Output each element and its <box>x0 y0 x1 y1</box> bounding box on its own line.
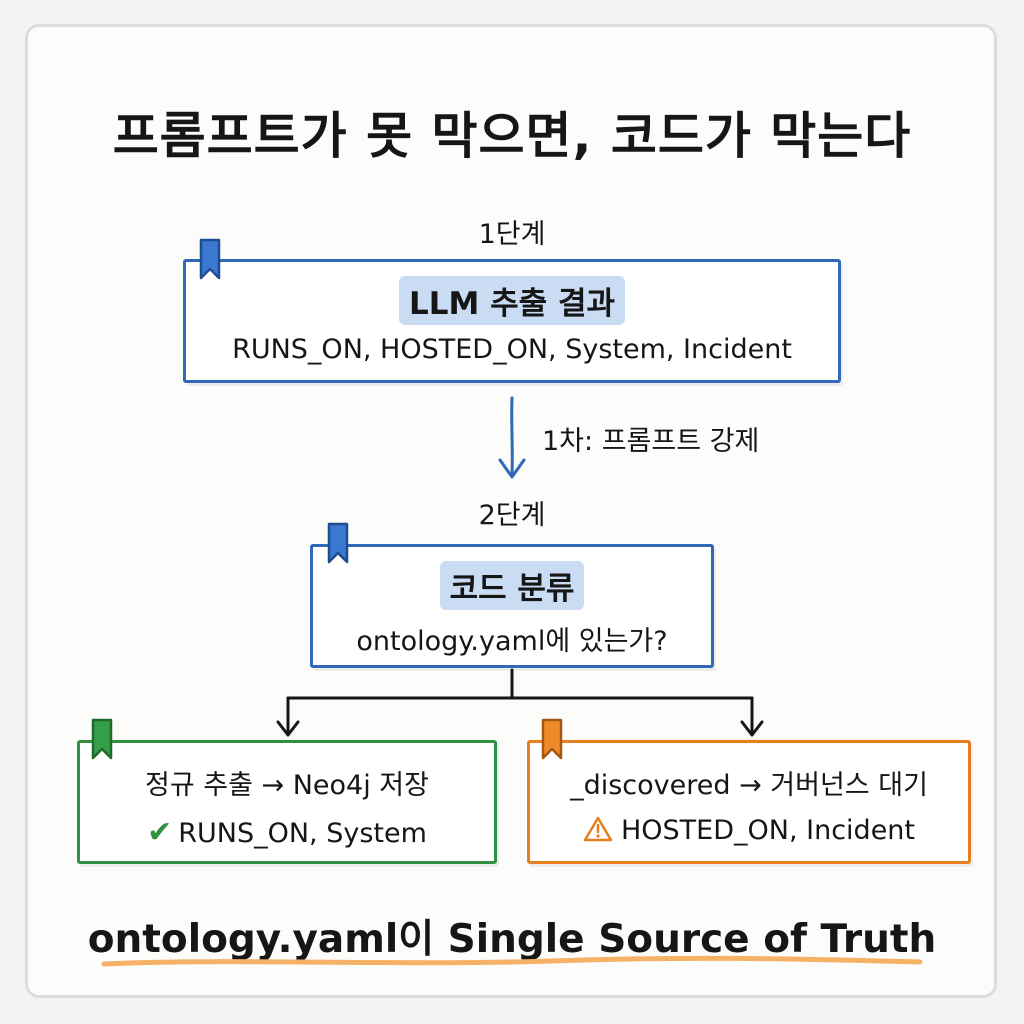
stage1-heading: LLM 추출 결과 <box>398 276 626 325</box>
branch-left-items: RUNS_ON, System <box>178 818 427 849</box>
stage1-items: RUNS_ON, HOSTED_ON, System, Incident <box>232 334 792 365</box>
footer-note: ontology.yaml이 Single Source of Truth <box>87 917 937 962</box>
footer-underline <box>101 955 923 967</box>
branch-left-box: 정규 추출 → Neo4j 저장 ✔RUNS_ON, System <box>77 740 497 864</box>
bookmark-icon <box>541 718 563 760</box>
edge1-label: 1차: 프롬프트 강제 <box>542 426 760 457</box>
branch-left-heading: 정규 추출 → Neo4j 저장 <box>144 770 429 801</box>
bookmark-icon <box>327 522 349 564</box>
stage2-label: 2단계 <box>478 500 546 531</box>
branch-right-items: HOSTED_ON, Incident <box>620 815 916 846</box>
stage1-label: 1단계 <box>478 219 546 250</box>
down-arrow-icon <box>498 396 526 479</box>
warning-icon <box>583 816 613 842</box>
branch-right-box: _discovered → 거버넌스 대기 HOSTED_ON, Inciden… <box>527 740 971 864</box>
check-icon: ✔ <box>147 815 173 850</box>
stage1-box: LLM 추출 결과 RUNS_ON, HOSTED_ON, System, In… <box>183 259 841 383</box>
stage2-box: 코드 분류 ontology.yaml에 있는가? <box>310 544 714 668</box>
branch-right-heading: _discovered → 거버넌스 대기 <box>570 770 928 801</box>
bookmark-icon <box>199 238 221 280</box>
stage2-question: ontology.yaml에 있는가? <box>356 626 668 657</box>
branch-connector <box>276 668 764 737</box>
bookmark-icon <box>91 718 113 760</box>
diagram-title: 프롬프트가 못 막으면, 코드가 막는다 <box>112 107 912 165</box>
stage2-heading: 코드 분류 <box>439 561 585 610</box>
